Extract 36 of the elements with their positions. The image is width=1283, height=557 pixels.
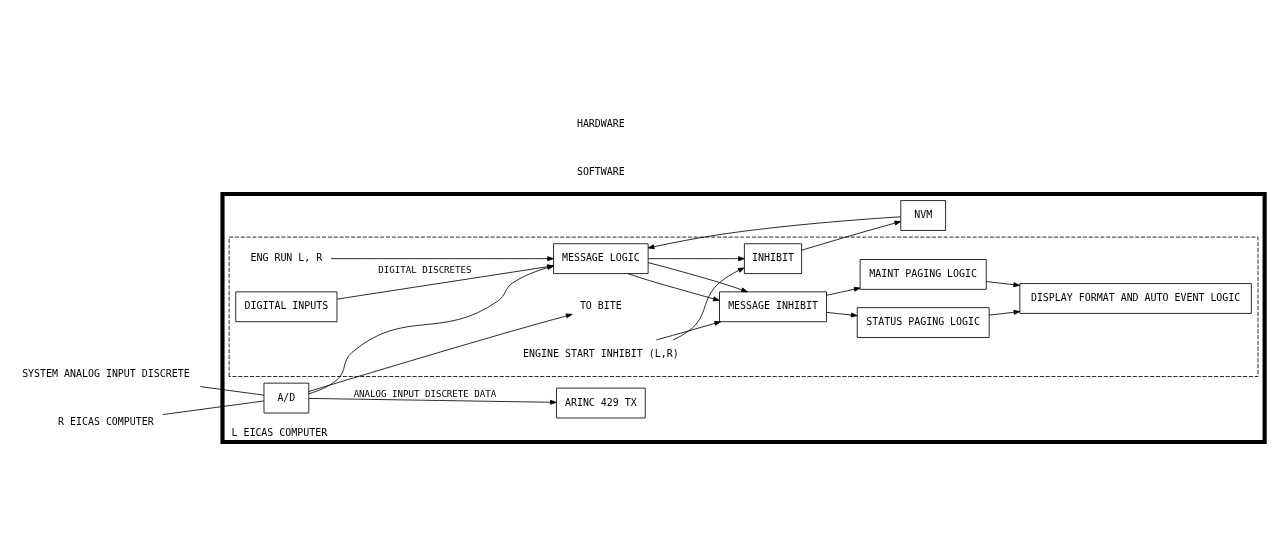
arrow bbox=[655, 320, 722, 340]
node-box: DIGITAL INPUTS bbox=[235, 290, 338, 322]
node-text: TO BITE bbox=[579, 299, 622, 311]
arrow bbox=[330, 255, 554, 261]
arrow bbox=[826, 311, 858, 317]
connector bbox=[162, 400, 265, 415]
node-text: ENG RUN L, R bbox=[250, 251, 323, 263]
connector bbox=[199, 385, 265, 396]
edge-label: DIGITAL DISCRETES bbox=[378, 264, 472, 275]
arrow bbox=[986, 280, 1021, 287]
node-text: SYSTEM ANALOG INPUT DISCRETE bbox=[22, 367, 190, 379]
arrow bbox=[647, 255, 745, 261]
arrow bbox=[627, 272, 720, 301]
arrow bbox=[308, 313, 573, 392]
arrow bbox=[826, 286, 861, 296]
arrow bbox=[988, 309, 1021, 316]
arrow bbox=[647, 215, 902, 249]
node-text: R EICAS COMPUTER bbox=[58, 415, 154, 427]
node-box: MESSAGE INHIBIT bbox=[719, 290, 827, 322]
node-box: NVM bbox=[900, 199, 946, 231]
arrow bbox=[308, 397, 557, 405]
label: SOFTWARE bbox=[576, 165, 625, 177]
node-box: STATUS PAGING LOGIC bbox=[856, 306, 990, 338]
node-text: ENGINE START INHIBIT (L,R) bbox=[523, 347, 679, 359]
cluster bbox=[228, 236, 1259, 377]
node-box: MESSAGE LOGIC bbox=[553, 242, 649, 274]
arrow bbox=[647, 261, 748, 292]
node-box: MAINT PAGING LOGIC bbox=[859, 258, 987, 290]
node-box: DISPLAY FORMAT AND AUTO EVENT LOGIC bbox=[1019, 282, 1252, 314]
node-box: ARINC 429 TX bbox=[556, 387, 646, 418]
node-box: INHIBIT bbox=[743, 242, 803, 274]
edge-label: ANALOG INPUT DISCRETE DATA bbox=[353, 388, 497, 399]
node-box: A/D bbox=[263, 382, 310, 413]
arrow bbox=[672, 267, 745, 340]
arrow bbox=[801, 220, 902, 251]
label: HARDWARE bbox=[576, 117, 625, 129]
